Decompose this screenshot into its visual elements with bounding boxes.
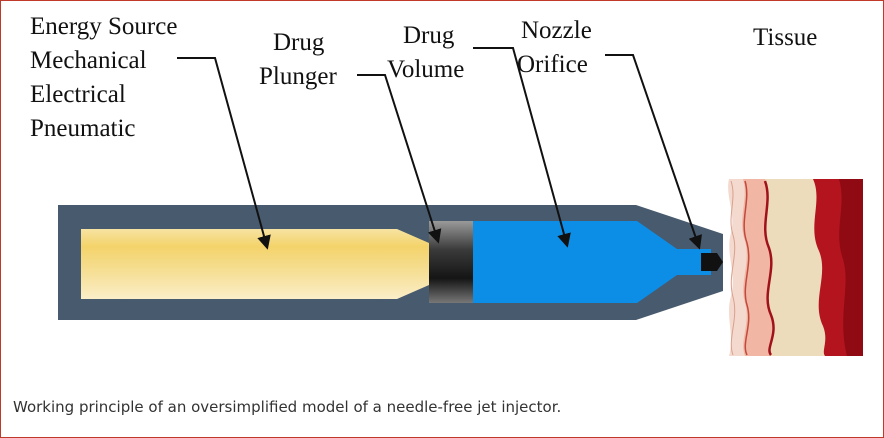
figure-caption: Working principle of an oversimplified m… (13, 398, 562, 416)
nozzle-orifice-label: Nozzle Orifice (517, 17, 598, 78)
arrow-energy-source (177, 57, 271, 250)
arrow-nozzle-orifice (605, 54, 702, 250)
energy-source-label: Energy Source Mechanical Electrical Pneu… (30, 13, 184, 142)
drug-plunger-label: Drug Plunger (259, 29, 337, 90)
drug-volume-label: Drug Volume (387, 22, 464, 83)
jet-injector-diagram: Energy Source Mechanical Electrical Pneu… (30, 13, 863, 356)
arrow-drug-volume (473, 47, 571, 248)
drug-volume (473, 221, 711, 303)
nozzle-orifice (701, 253, 723, 271)
energy-source-chamber (81, 229, 429, 299)
tissue-label: Tissue (753, 24, 817, 51)
arrow-drug-plunger (357, 74, 442, 244)
tissue-block (728, 179, 863, 356)
